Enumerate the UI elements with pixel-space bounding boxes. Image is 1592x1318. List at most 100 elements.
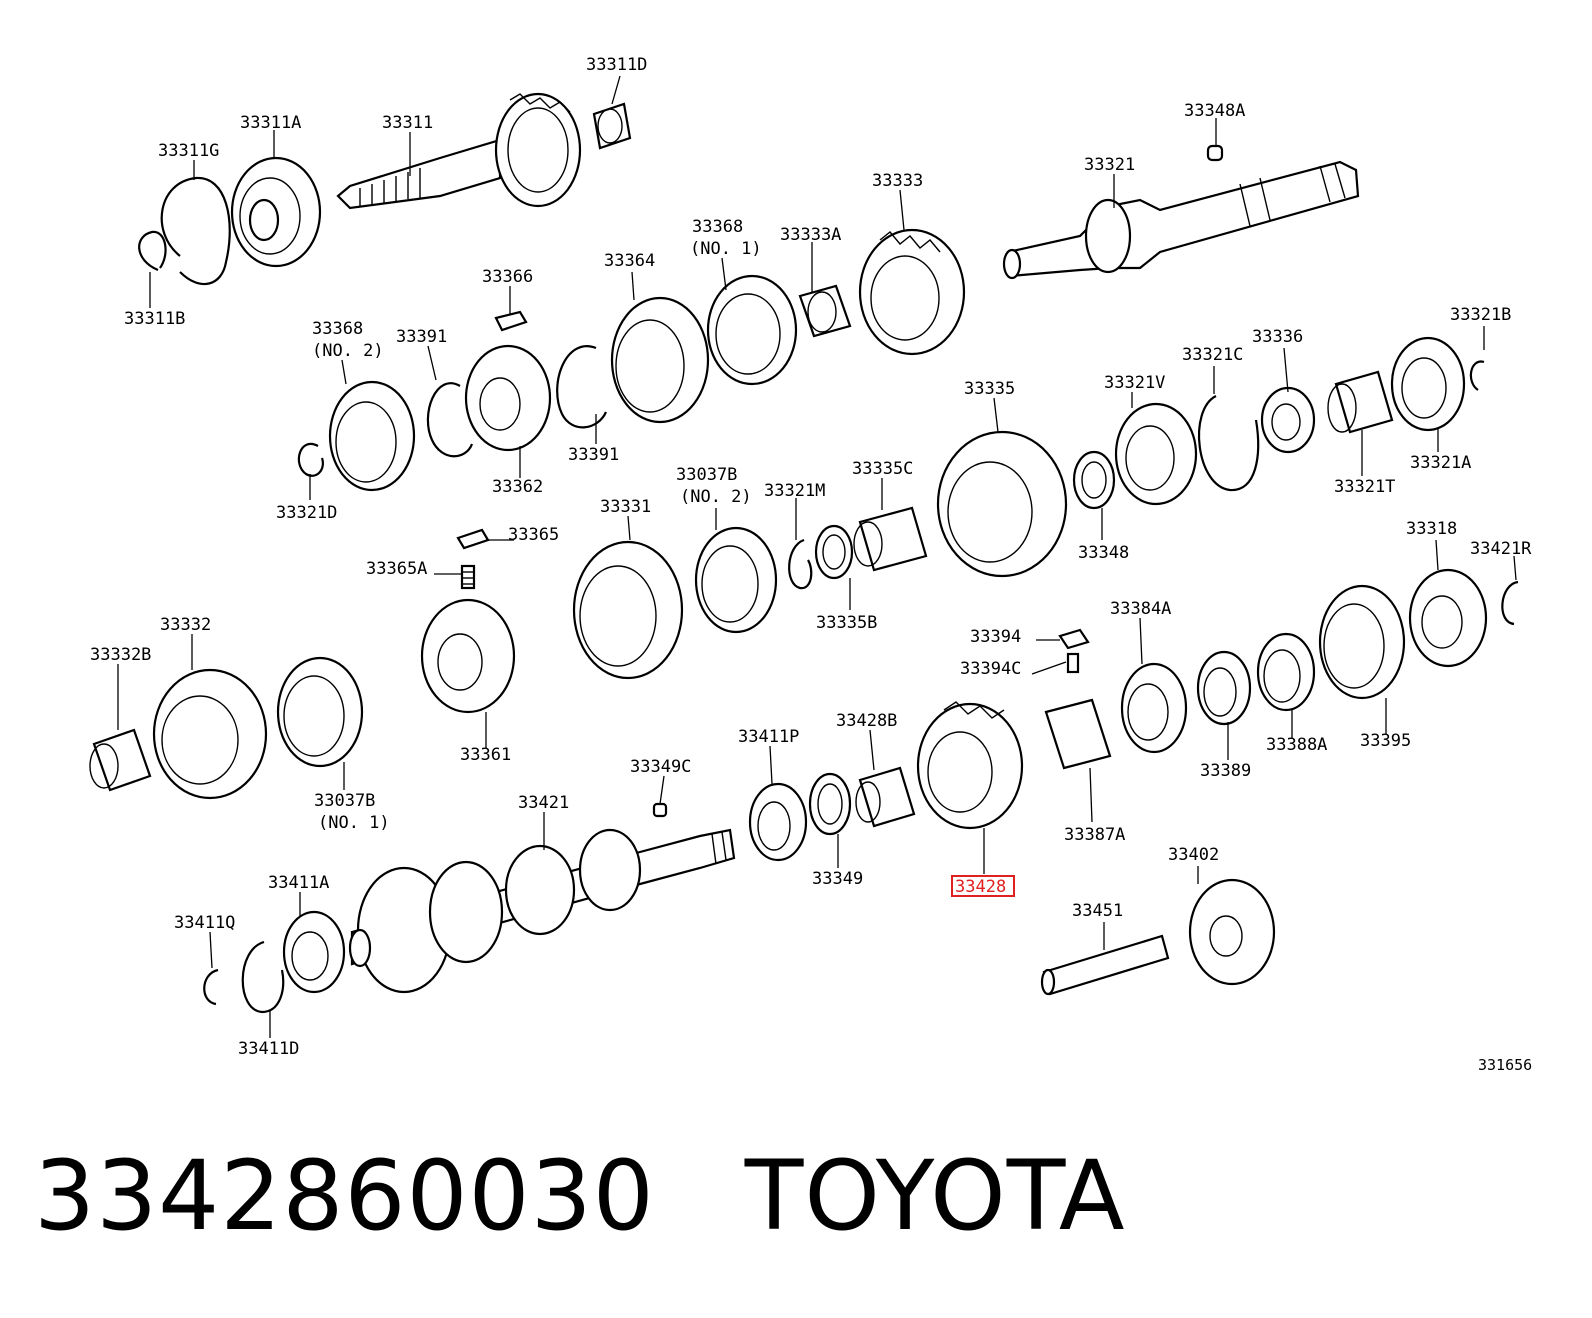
part-33389-ring: [1196, 650, 1252, 726]
brand-name: TOYOTA: [744, 1140, 1126, 1252]
label-no2-a: (NO. 2): [312, 341, 384, 361]
part-33428-gear: [916, 701, 1024, 830]
label-33335B[interactable]: 33335B: [816, 613, 877, 633]
label-33388A[interactable]: 33388A: [1266, 735, 1327, 755]
label-33394[interactable]: 33394: [970, 627, 1021, 647]
label-no1-b: (NO. 1): [318, 813, 390, 833]
label-33365A[interactable]: 33365A: [366, 559, 427, 579]
leader-lines: [117, 75, 1517, 1038]
part-33037B-no2-ring: [694, 526, 778, 634]
part-33388A-ring: [1256, 632, 1316, 712]
label-33333[interactable]: 33333: [872, 171, 923, 191]
part-33321C-snap-ring: [1197, 395, 1260, 492]
part-33349-ring: [808, 772, 852, 836]
diagram-reference-number: 331656: [1478, 1056, 1532, 1074]
label-33428-highlighted[interactable]: 33428: [955, 877, 1006, 897]
label-33348[interactable]: 33348: [1078, 543, 1129, 563]
label-33387A[interactable]: 33387A: [1064, 825, 1125, 845]
part-33335-gear: [936, 430, 1068, 578]
label-33349C[interactable]: 33349C: [630, 757, 691, 777]
label-33321V[interactable]: 33321V: [1104, 373, 1165, 393]
label-33411D[interactable]: 33411D: [238, 1039, 299, 1059]
part-33311B-snap-ring: [138, 230, 167, 272]
part-33368-no1-ring: [706, 274, 798, 386]
label-33311[interactable]: 33311: [382, 113, 433, 133]
label-33321[interactable]: 33321: [1084, 155, 1135, 175]
label-33037B-no2[interactable]: 33037B: [676, 465, 737, 485]
label-33402[interactable]: 33402: [1168, 845, 1219, 865]
part-33335C-bearing: [853, 506, 928, 572]
label-33368-no1[interactable]: 33368: [692, 217, 743, 237]
label-33333A[interactable]: 33333A: [780, 225, 841, 245]
label-33368-no2[interactable]: 33368: [312, 319, 363, 339]
product-caption: 3342860030 TOYOTA: [34, 1140, 1126, 1252]
label-33321T[interactable]: 33321T: [1334, 477, 1395, 497]
part-33311A-bearing: [230, 156, 322, 268]
part-33364-sleeve: [610, 296, 710, 424]
label-33394C[interactable]: 33394C: [960, 659, 1021, 679]
label-33336[interactable]: 33336: [1252, 327, 1303, 347]
part-33321T-spacer: [1327, 370, 1394, 434]
part-33365-key: [456, 528, 490, 550]
part-33368-no2-ring: [328, 380, 416, 492]
part-33366-key: [494, 310, 528, 332]
label-33335C[interactable]: 33335C: [852, 459, 913, 479]
part-33411Q-snap-ring: [203, 968, 219, 1006]
label-33451[interactable]: 33451: [1072, 901, 1123, 921]
part-33451-pin-shaft: [1040, 934, 1170, 996]
part-33318-gear: [1408, 568, 1488, 668]
part-33361-hub: [420, 598, 516, 714]
label-33361[interactable]: 33361: [460, 745, 511, 765]
part-33349C-pin: [652, 802, 668, 818]
label-33365[interactable]: 33365: [508, 525, 559, 545]
label-33311D[interactable]: 33311D: [586, 55, 647, 75]
label-33318[interactable]: 33318: [1406, 519, 1457, 539]
label-33395[interactable]: 33395: [1360, 731, 1411, 751]
part-33411D-snap-ring: [241, 940, 285, 1014]
part-33384A-hub: [1120, 662, 1188, 754]
label-33311B[interactable]: 33311B: [124, 309, 185, 329]
label-33321D[interactable]: 33321D: [276, 503, 337, 523]
part-33365A-spring: [460, 564, 476, 590]
part-33362-hub: [464, 344, 552, 452]
label-33389[interactable]: 33389: [1200, 761, 1251, 781]
part-33311-input-shaft: [336, 92, 582, 210]
label-33421[interactable]: 33421: [518, 793, 569, 813]
label-33366[interactable]: 33366: [482, 267, 533, 287]
label-33037B-no1[interactable]: 33037B: [314, 791, 375, 811]
label-33428B[interactable]: 33428B: [836, 711, 897, 731]
label-33384A[interactable]: 33384A: [1110, 599, 1171, 619]
part-number: 3342860030: [34, 1140, 655, 1252]
label-33321M[interactable]: 33321M: [764, 481, 825, 501]
part-33391a-snap-ring: [426, 382, 474, 458]
label-33349[interactable]: 33349: [812, 869, 863, 889]
label-33421R[interactable]: 33421R: [1470, 539, 1532, 559]
part-33321M-snap-ring: [788, 538, 813, 590]
label-33362[interactable]: 33362: [492, 477, 543, 497]
label-33411A[interactable]: 33411A: [268, 873, 329, 893]
label-33321C[interactable]: 33321C: [1182, 345, 1243, 365]
label-33311A[interactable]: 33311A: [240, 113, 301, 133]
part-33321D-snap-ring: [297, 442, 324, 477]
label-33321A[interactable]: 33321A: [1410, 453, 1471, 473]
label-33311G[interactable]: 33311G: [158, 141, 219, 161]
label-33331[interactable]: 33331: [600, 497, 651, 517]
label-33411P[interactable]: 33411P: [738, 727, 799, 747]
label-33391-b[interactable]: 33391: [568, 445, 619, 465]
part-33321V-bearing: [1114, 402, 1198, 506]
label-33332B[interactable]: 33332B: [90, 645, 151, 665]
label-33411Q[interactable]: 33411Q: [174, 913, 235, 933]
part-33411P-bearing: [748, 782, 808, 862]
part-33348A-pin: [1206, 144, 1224, 162]
part-33387A-plate: [1044, 698, 1112, 770]
label-33335[interactable]: 33335: [964, 379, 1015, 399]
label-33321B[interactable]: 33321B: [1450, 305, 1511, 325]
label-33364[interactable]: 33364: [604, 251, 655, 271]
part-33421-counter-shaft: [348, 828, 736, 994]
part-33402-gear: [1188, 878, 1276, 986]
label-33391-a[interactable]: 33391: [396, 327, 447, 347]
label-33348A[interactable]: 33348A: [1184, 101, 1245, 121]
part-labels: 33311D 33311A 33311 33311G 33311B 33348A…: [90, 55, 1532, 1074]
label-33332[interactable]: 33332: [160, 615, 211, 635]
